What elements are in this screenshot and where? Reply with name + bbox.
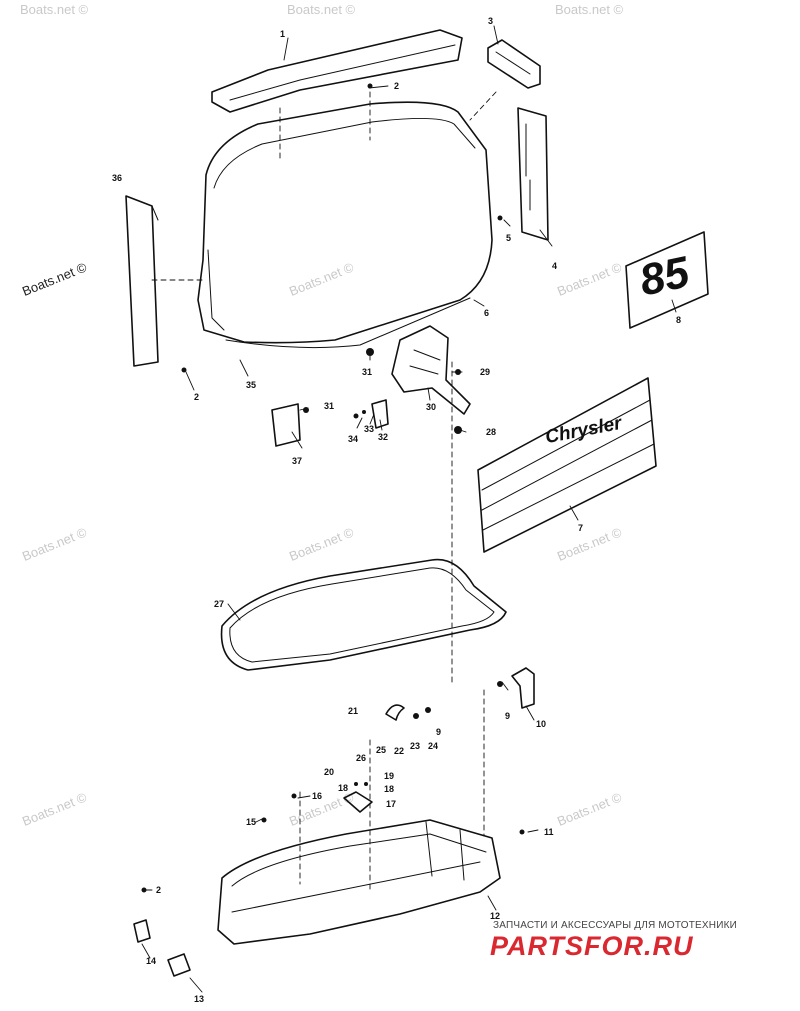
part-screw [364, 782, 368, 786]
callout-18: 18 [384, 784, 395, 794]
part-top-trim [211, 29, 463, 113]
part-screw [354, 782, 358, 786]
callout-36: 36 [112, 173, 123, 183]
callout-12: 12 [490, 911, 501, 921]
part-screw [261, 817, 267, 823]
part-latch [371, 399, 389, 429]
part-screw [291, 793, 297, 799]
callout-34: 34 [348, 434, 359, 444]
callout-20: 20 [324, 767, 335, 777]
part-rear-strip [517, 107, 549, 241]
watermark: Boats.net © [20, 2, 89, 17]
callout-28: 28 [486, 427, 497, 437]
callout-17: 17 [386, 799, 397, 809]
callout-29: 29 [480, 367, 491, 377]
part-screw [353, 413, 359, 419]
callout-25: 25 [376, 745, 387, 755]
callout-32: 32 [378, 432, 389, 442]
part-lower-bracket [511, 667, 535, 709]
part-bushing [454, 426, 462, 434]
part-mount [343, 791, 373, 813]
part-washer [303, 407, 309, 413]
part-clip [271, 403, 301, 447]
callout-26: 26 [356, 753, 367, 763]
part-seal [220, 558, 507, 671]
callout-11: 11 [544, 827, 554, 837]
callout-30: 30 [426, 402, 437, 412]
callout-19: 19 [384, 771, 395, 781]
brand-tagline: ЗАПЧАСТИ И АКСЕССУАРЫ ДЛЯ МОТОТЕХНИКИ [493, 920, 738, 931]
part-decal-chrysler [477, 377, 657, 553]
callout-37: 37 [292, 456, 303, 466]
callout-31: 31 [362, 367, 373, 377]
part-washer [413, 713, 419, 719]
callout-4: 4 [552, 261, 558, 271]
part-washer [497, 681, 503, 687]
callout-1: 1 [280, 29, 286, 39]
part-rear-bracket [487, 39, 541, 89]
callout-3: 3 [488, 16, 494, 26]
callout-14: 14 [146, 956, 157, 966]
callout-2: 2 [156, 885, 162, 895]
part-screw [497, 215, 503, 221]
callout-2: 2 [194, 392, 200, 402]
callout-31: 31 [324, 401, 335, 411]
callout-2: 2 [394, 81, 400, 91]
callout-33: 33 [364, 424, 375, 434]
callout-22: 22 [394, 746, 405, 756]
part-side-panel [125, 195, 159, 367]
callout-5: 5 [506, 233, 512, 243]
callout-8: 8 [676, 315, 682, 325]
part-screw [181, 367, 187, 373]
decal-85-text: 85 [635, 247, 694, 306]
callout-35: 35 [246, 380, 257, 390]
callout-7: 7 [578, 523, 584, 533]
part-block [133, 919, 151, 943]
callout-10: 10 [536, 719, 547, 729]
callout-6: 6 [484, 308, 490, 318]
part-screw [367, 83, 373, 89]
part-screw [519, 829, 525, 835]
part-grommet [366, 348, 374, 356]
part-decal-85 [625, 231, 709, 329]
brand-logo: PARTSFOR.RU [490, 931, 694, 961]
callout-9: 9 [436, 727, 442, 737]
watermark: Boats.net © [287, 2, 356, 17]
part-latch-lever [385, 704, 405, 721]
callout-13: 13 [194, 994, 205, 1004]
callout-9: 9 [505, 711, 511, 721]
callout-21: 21 [348, 706, 359, 716]
part-washer [362, 410, 366, 414]
callout-27: 27 [214, 599, 225, 609]
part-lower-pan [217, 819, 501, 945]
callout-16: 16 [312, 791, 323, 801]
part-washer [455, 369, 461, 375]
callout-18: 18 [338, 783, 349, 793]
callout-24: 24 [428, 741, 439, 751]
part-screw [141, 887, 147, 893]
part-latch-bracket [391, 325, 471, 415]
callout-15: 15 [246, 817, 257, 827]
part-upper-cowl [197, 101, 493, 344]
part-grommet [167, 953, 191, 977]
callout-23: 23 [410, 741, 421, 751]
watermark: Boats.net © [555, 2, 624, 17]
part-washer [425, 707, 431, 713]
